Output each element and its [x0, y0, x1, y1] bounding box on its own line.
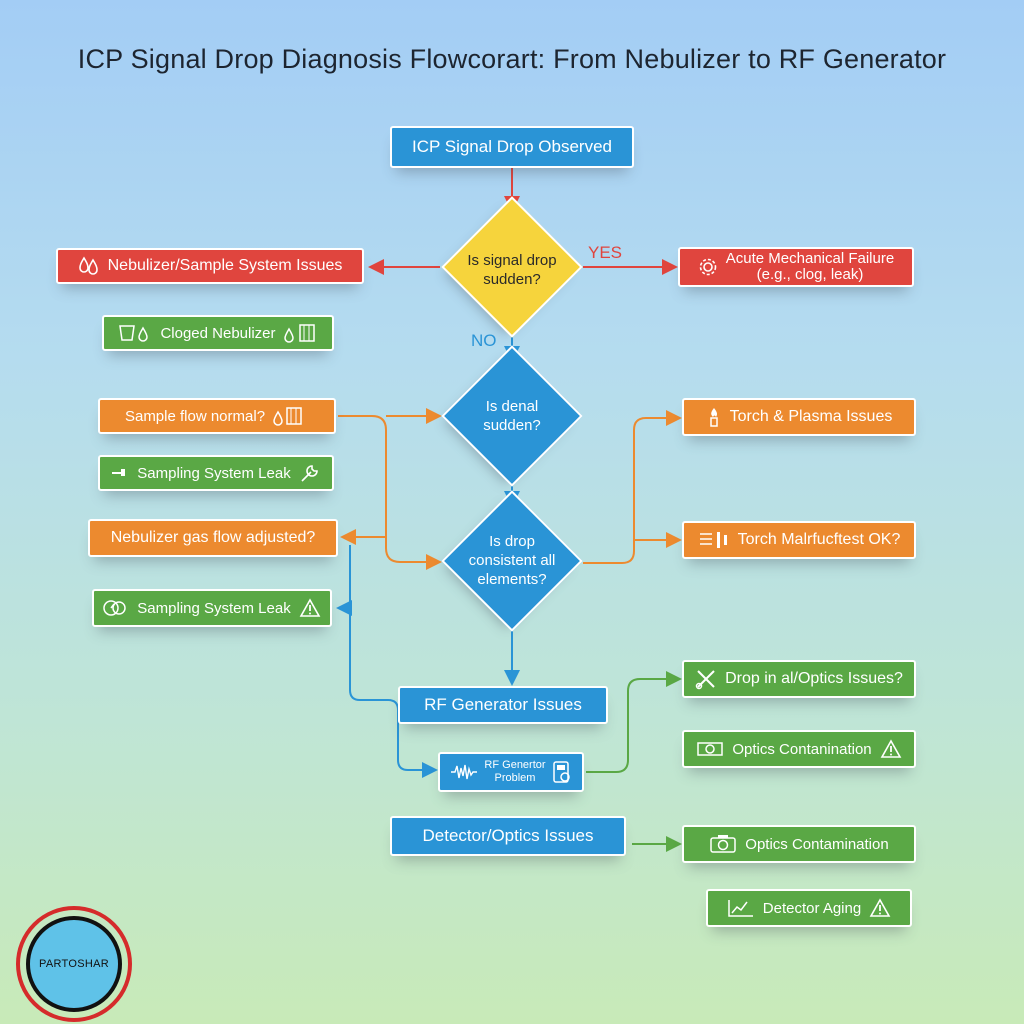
gauge-icon: [698, 529, 730, 551]
camera-icon: [696, 740, 724, 758]
brand-logo-text: PARTOSHAR: [39, 958, 109, 970]
faucet-icon: [283, 323, 318, 343]
drop-optics-node: Drop in al/Optics Issues?: [682, 660, 916, 698]
start-node-label: ICP Signal Drop Observed: [411, 137, 612, 156]
optics-contam-label-2: Optics Contamination: [745, 835, 889, 853]
sample-flow-label: Sample flow normal?: [124, 407, 266, 425]
gear-icon: [698, 257, 718, 277]
sampling-leak-label-1: Sampling System Leak: [137, 464, 291, 482]
trend-icon: [727, 898, 755, 918]
detector-optics-label: Detector/Optics Issues: [422, 826, 594, 845]
brand-logo-inner: PARTOSHAR: [26, 916, 122, 1012]
rf-problem-sublabel: Problem: [494, 772, 536, 784]
wrench-icon: [299, 462, 321, 484]
no-label: NO: [471, 331, 497, 350]
faucet-icon: [111, 466, 129, 480]
brand-logo: PARTOSHAR: [16, 906, 132, 1022]
decision-consistent-label: Is drop consistent all elements?: [468, 532, 556, 588]
detector-aging-node: Detector Aging: [706, 889, 912, 927]
rf-problem-node: RF Genertor Problem: [438, 752, 584, 792]
rf-issues-node: RF Generator Issues: [398, 686, 608, 724]
optics-contam-node-1: Optics Contanination: [682, 730, 916, 768]
faucet-icon: [273, 406, 309, 426]
detector-aging-label: Detector Aging: [762, 899, 862, 917]
detector-optics-node: Detector/Optics Issues: [390, 816, 626, 856]
acute-failure-label: Acute Mechanical Failure: [725, 250, 895, 267]
camera-icon: [709, 834, 737, 854]
nebulizer-gas-label: Nebulizer gas flow adjusted?: [110, 529, 316, 546]
clogged-nebulizer-node: Cloged Nebulizer: [102, 315, 334, 351]
nebulizer-gas-node: Nebulizer gas flow adjusted?: [88, 519, 338, 557]
optics-contam-node-2: Optics Contamination: [682, 825, 916, 863]
clogged-nebulizer-label: Cloged Nebulizer: [160, 324, 276, 342]
acute-failure-node: Acute Mechanical Failure (e.g., clog, le…: [678, 247, 914, 287]
page-title: ICP Signal Drop Diagnosis Flowcorart: Fr…: [77, 44, 947, 74]
drops-icon: [78, 256, 100, 276]
waveform-icon: [450, 763, 478, 781]
torch-icon: [706, 406, 722, 428]
bucket-drop-icon: [118, 323, 152, 343]
warning-icon: [299, 598, 321, 618]
yes-label: YES: [588, 243, 623, 262]
torch-malfunction-node: Torch Malrfucftest OK?: [682, 521, 916, 559]
torch-plasma-label: Torch & Plasma Issues: [729, 408, 893, 425]
torch-plasma-node: Torch & Plasma Issues: [682, 398, 916, 436]
rf-problem-label: RF Genertor: [484, 759, 546, 771]
drop-optics-label: Drop in al/Optics Issues?: [725, 670, 903, 687]
start-node: ICP Signal Drop Observed: [390, 126, 634, 168]
scissors-icon: [695, 668, 717, 690]
acute-failure-sublabel: (e.g., clog, leak): [756, 266, 864, 283]
decision-denal-label: Is denal sudden?: [483, 398, 541, 434]
warning-icon: [869, 898, 891, 918]
sampling-leak-node-2: Sampling System Leak: [92, 589, 332, 627]
torch-malfunction-label: Torch Malrfucftest OK?: [737, 531, 901, 548]
optics-contam-label-1: Optics Contanination: [732, 740, 872, 758]
gauge-icon: [103, 597, 129, 619]
sample-flow-node: Sample flow normal?: [98, 398, 336, 434]
meter-icon: [552, 760, 572, 784]
nebulizer-issues-label: Nebulizer/Sample System Issues: [107, 257, 343, 274]
rf-issues-label: RF Generator Issues: [424, 695, 582, 714]
sampling-leak-node-1: Sampling System Leak: [98, 455, 334, 491]
decision-sudden-label: Is signal drop sudden?: [467, 252, 557, 288]
nebulizer-issues-node: Nebulizer/Sample System Issues: [56, 248, 364, 284]
warning-icon: [880, 739, 902, 759]
sampling-leak-label-2: Sampling System Leak: [137, 599, 291, 617]
